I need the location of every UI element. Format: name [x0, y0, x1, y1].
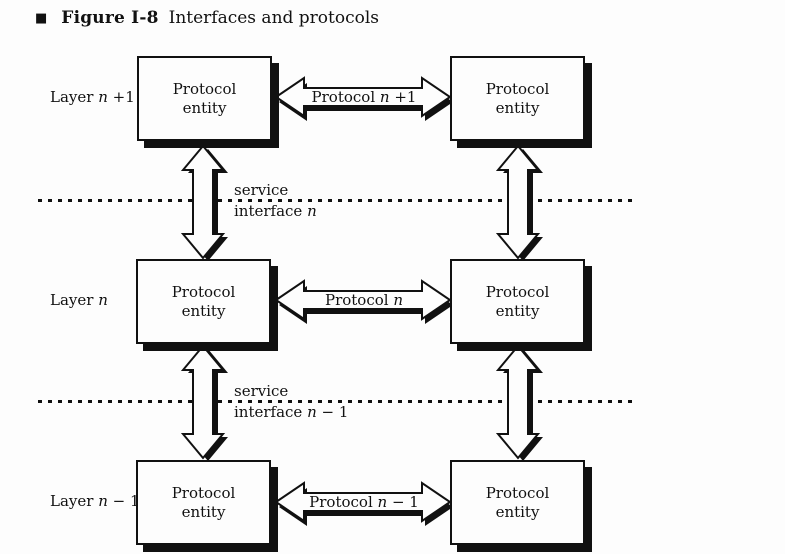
- vertical-double-arrow-icon-right-lower: [496, 344, 543, 460]
- layer-label-n: Layer n: [50, 291, 108, 309]
- protocol-arrow-label-n-plus-1: Protocol n +1: [274, 88, 454, 106]
- entity-box-line2: entity: [181, 502, 226, 521]
- protocol-entity-box-bottom-left: Protocol entity: [136, 460, 271, 545]
- entity-box-line2: entity: [495, 301, 540, 320]
- layer-label-text: Layer: [50, 291, 99, 309]
- protocol-label-text: Protocol: [311, 88, 380, 106]
- entity-box-line1: Protocol: [171, 282, 236, 301]
- service-interface-line1: service: [234, 382, 289, 400]
- layer-variable: n: [98, 492, 108, 510]
- protocol-variable: n: [393, 291, 404, 309]
- interface-label-suffix: − 1: [316, 403, 349, 421]
- vertical-double-arrow-icon-right-upper: [496, 144, 543, 260]
- entity-box-line2: entity: [182, 98, 227, 117]
- layer-label-text: Layer: [50, 492, 99, 510]
- entity-box-line1: Protocol: [485, 483, 550, 502]
- layer-label-n-minus-1: Layer n − 1: [50, 492, 140, 510]
- protocol-entity-box-middle-right: Protocol entity: [450, 259, 585, 344]
- protocol-label-suffix: − 1: [387, 493, 419, 511]
- protocol-variable: n: [379, 88, 390, 106]
- entity-box-line1: Protocol: [172, 79, 237, 98]
- bullet-square-icon: ■: [35, 11, 48, 26]
- service-interface-line2: interface n − 1: [234, 405, 348, 420]
- entity-box-line2: entity: [495, 502, 540, 521]
- entity-box-line1: Protocol: [485, 79, 550, 98]
- protocol-entity-box-top-left: Protocol entity: [137, 56, 272, 141]
- service-interface-label-n: service interface n: [234, 183, 317, 219]
- interface-variable: n: [307, 202, 317, 220]
- protocol-arrow-label-n: Protocol n: [274, 291, 454, 309]
- layer-label-suffix: − 1: [107, 492, 140, 510]
- protocol-entity-box-top-right: Protocol entity: [450, 56, 585, 141]
- service-interface-line2: interface n: [234, 204, 317, 219]
- layer-variable: n: [98, 291, 108, 309]
- vertical-double-arrow-icon-left-lower: [181, 344, 228, 460]
- protocol-label-text: Protocol: [309, 493, 378, 511]
- layer-boundary-dashed-line-upper: [38, 199, 637, 202]
- interface-label-text: interface: [234, 202, 308, 220]
- entity-box-line2: entity: [495, 98, 540, 117]
- entity-box-line1: Protocol: [171, 483, 236, 502]
- protocol-variable: n: [377, 493, 388, 511]
- figure-number: Figure I-8: [61, 8, 159, 28]
- entity-box-line2: entity: [181, 301, 226, 320]
- layer-boundary-dashed-line-lower: [38, 400, 637, 403]
- interface-variable: n: [307, 403, 317, 421]
- protocol-entity-box-middle-left: Protocol entity: [136, 259, 271, 344]
- layer-label-suffix: +1: [107, 88, 135, 106]
- protocol-label-text: Protocol: [324, 291, 394, 309]
- entity-box-line1: Protocol: [485, 282, 550, 301]
- layer-label-n-plus-1: Layer n +1: [50, 88, 135, 106]
- service-interface-line1: service: [234, 181, 289, 199]
- layer-label-text: Layer: [50, 88, 99, 106]
- protocol-arrow-label-n-minus-1: Protocol n − 1: [274, 493, 454, 511]
- vertical-double-arrow-icon-left-upper: [181, 144, 228, 260]
- protocol-entity-box-bottom-right: Protocol entity: [450, 460, 585, 545]
- service-interface-label-n-minus-1: service interface n − 1: [234, 384, 348, 420]
- interface-label-text: interface: [234, 403, 308, 421]
- protocol-label-suffix: +1: [389, 88, 417, 106]
- figure-caption: ■ Figure I-8 Interfaces and protocols: [35, 8, 379, 28]
- figure-title: Interfaces and protocols: [168, 8, 380, 28]
- layer-variable: n: [98, 88, 108, 106]
